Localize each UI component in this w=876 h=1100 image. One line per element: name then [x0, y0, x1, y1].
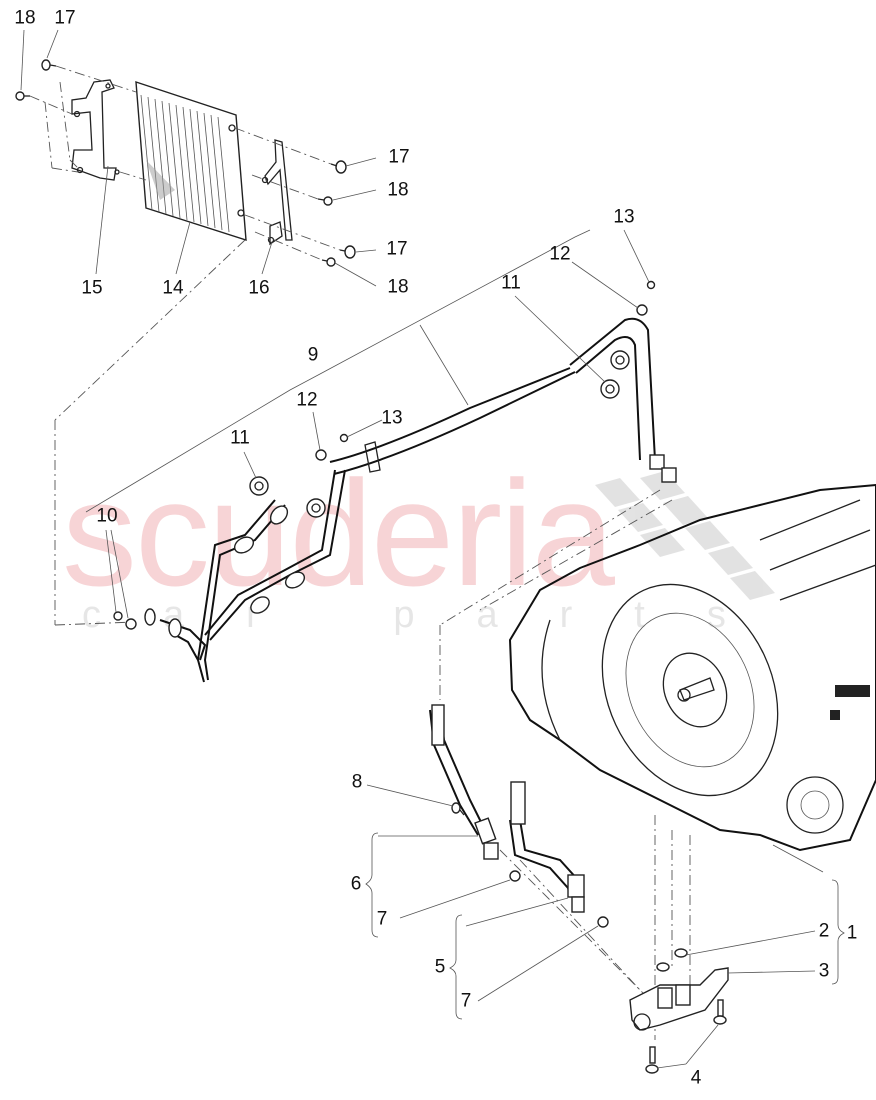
callout-15[interactable]: 15 [81, 277, 103, 299]
screws-17-18 [15, 59, 356, 267]
bracket-15 [71, 79, 120, 181]
callout-3[interactable]: 3 [818, 960, 830, 982]
callout-11a[interactable]: 11 [230, 427, 250, 449]
oil-cooler-14 [135, 81, 247, 241]
callout-5[interactable]: 5 [434, 956, 446, 978]
callout-13a[interactable]: 13 [381, 407, 403, 429]
leaders-top [20, 29, 377, 287]
callout-17a[interactable]: 17 [54, 7, 76, 29]
callout-17c[interactable]: 17 [386, 238, 408, 260]
callout-18a[interactable]: 18 [14, 7, 36, 29]
callout-12a[interactable]: 12 [296, 389, 318, 411]
callout-13b[interactable]: 13 [613, 206, 635, 228]
leaders-middle [105, 229, 650, 619]
callout-7b[interactable]: 7 [460, 990, 472, 1012]
callout-6[interactable]: 6 [350, 873, 362, 895]
callout-7a[interactable]: 7 [376, 908, 388, 930]
callout-18c[interactable]: 18 [387, 276, 409, 298]
callout-16[interactable]: 16 [248, 277, 270, 299]
assembly-lines-transmission [439, 489, 691, 1040]
oil-line-5 [509, 781, 585, 913]
bracket-16 [261, 139, 293, 246]
assembly-lines-top [29, 65, 341, 626]
callout-12b[interactable]: 12 [549, 243, 571, 265]
oil-line-6 [429, 704, 499, 860]
brace-1 [831, 879, 845, 985]
callout-2[interactable]: 2 [818, 920, 830, 942]
callout-1[interactable]: 1 [846, 922, 858, 944]
callout-11b[interactable]: 11 [501, 272, 521, 294]
seals-and-bolts-lower [451, 802, 729, 1074]
callout-18b[interactable]: 18 [387, 179, 409, 201]
callout-8[interactable]: 8 [351, 771, 363, 793]
leaders-lower [366, 784, 824, 1069]
callout-17b[interactable]: 17 [388, 146, 410, 168]
transmission-1 [508, 483, 876, 852]
brace-5 [449, 914, 463, 1020]
checkered-flag-watermark [595, 471, 775, 600]
oil-line-assembly-9 [85, 229, 677, 683]
brace-6 [365, 832, 379, 938]
callout-10[interactable]: 10 [96, 505, 118, 527]
callout-4[interactable]: 4 [690, 1067, 702, 1089]
callout-14[interactable]: 14 [162, 277, 184, 299]
callout-9[interactable]: 9 [307, 344, 319, 366]
